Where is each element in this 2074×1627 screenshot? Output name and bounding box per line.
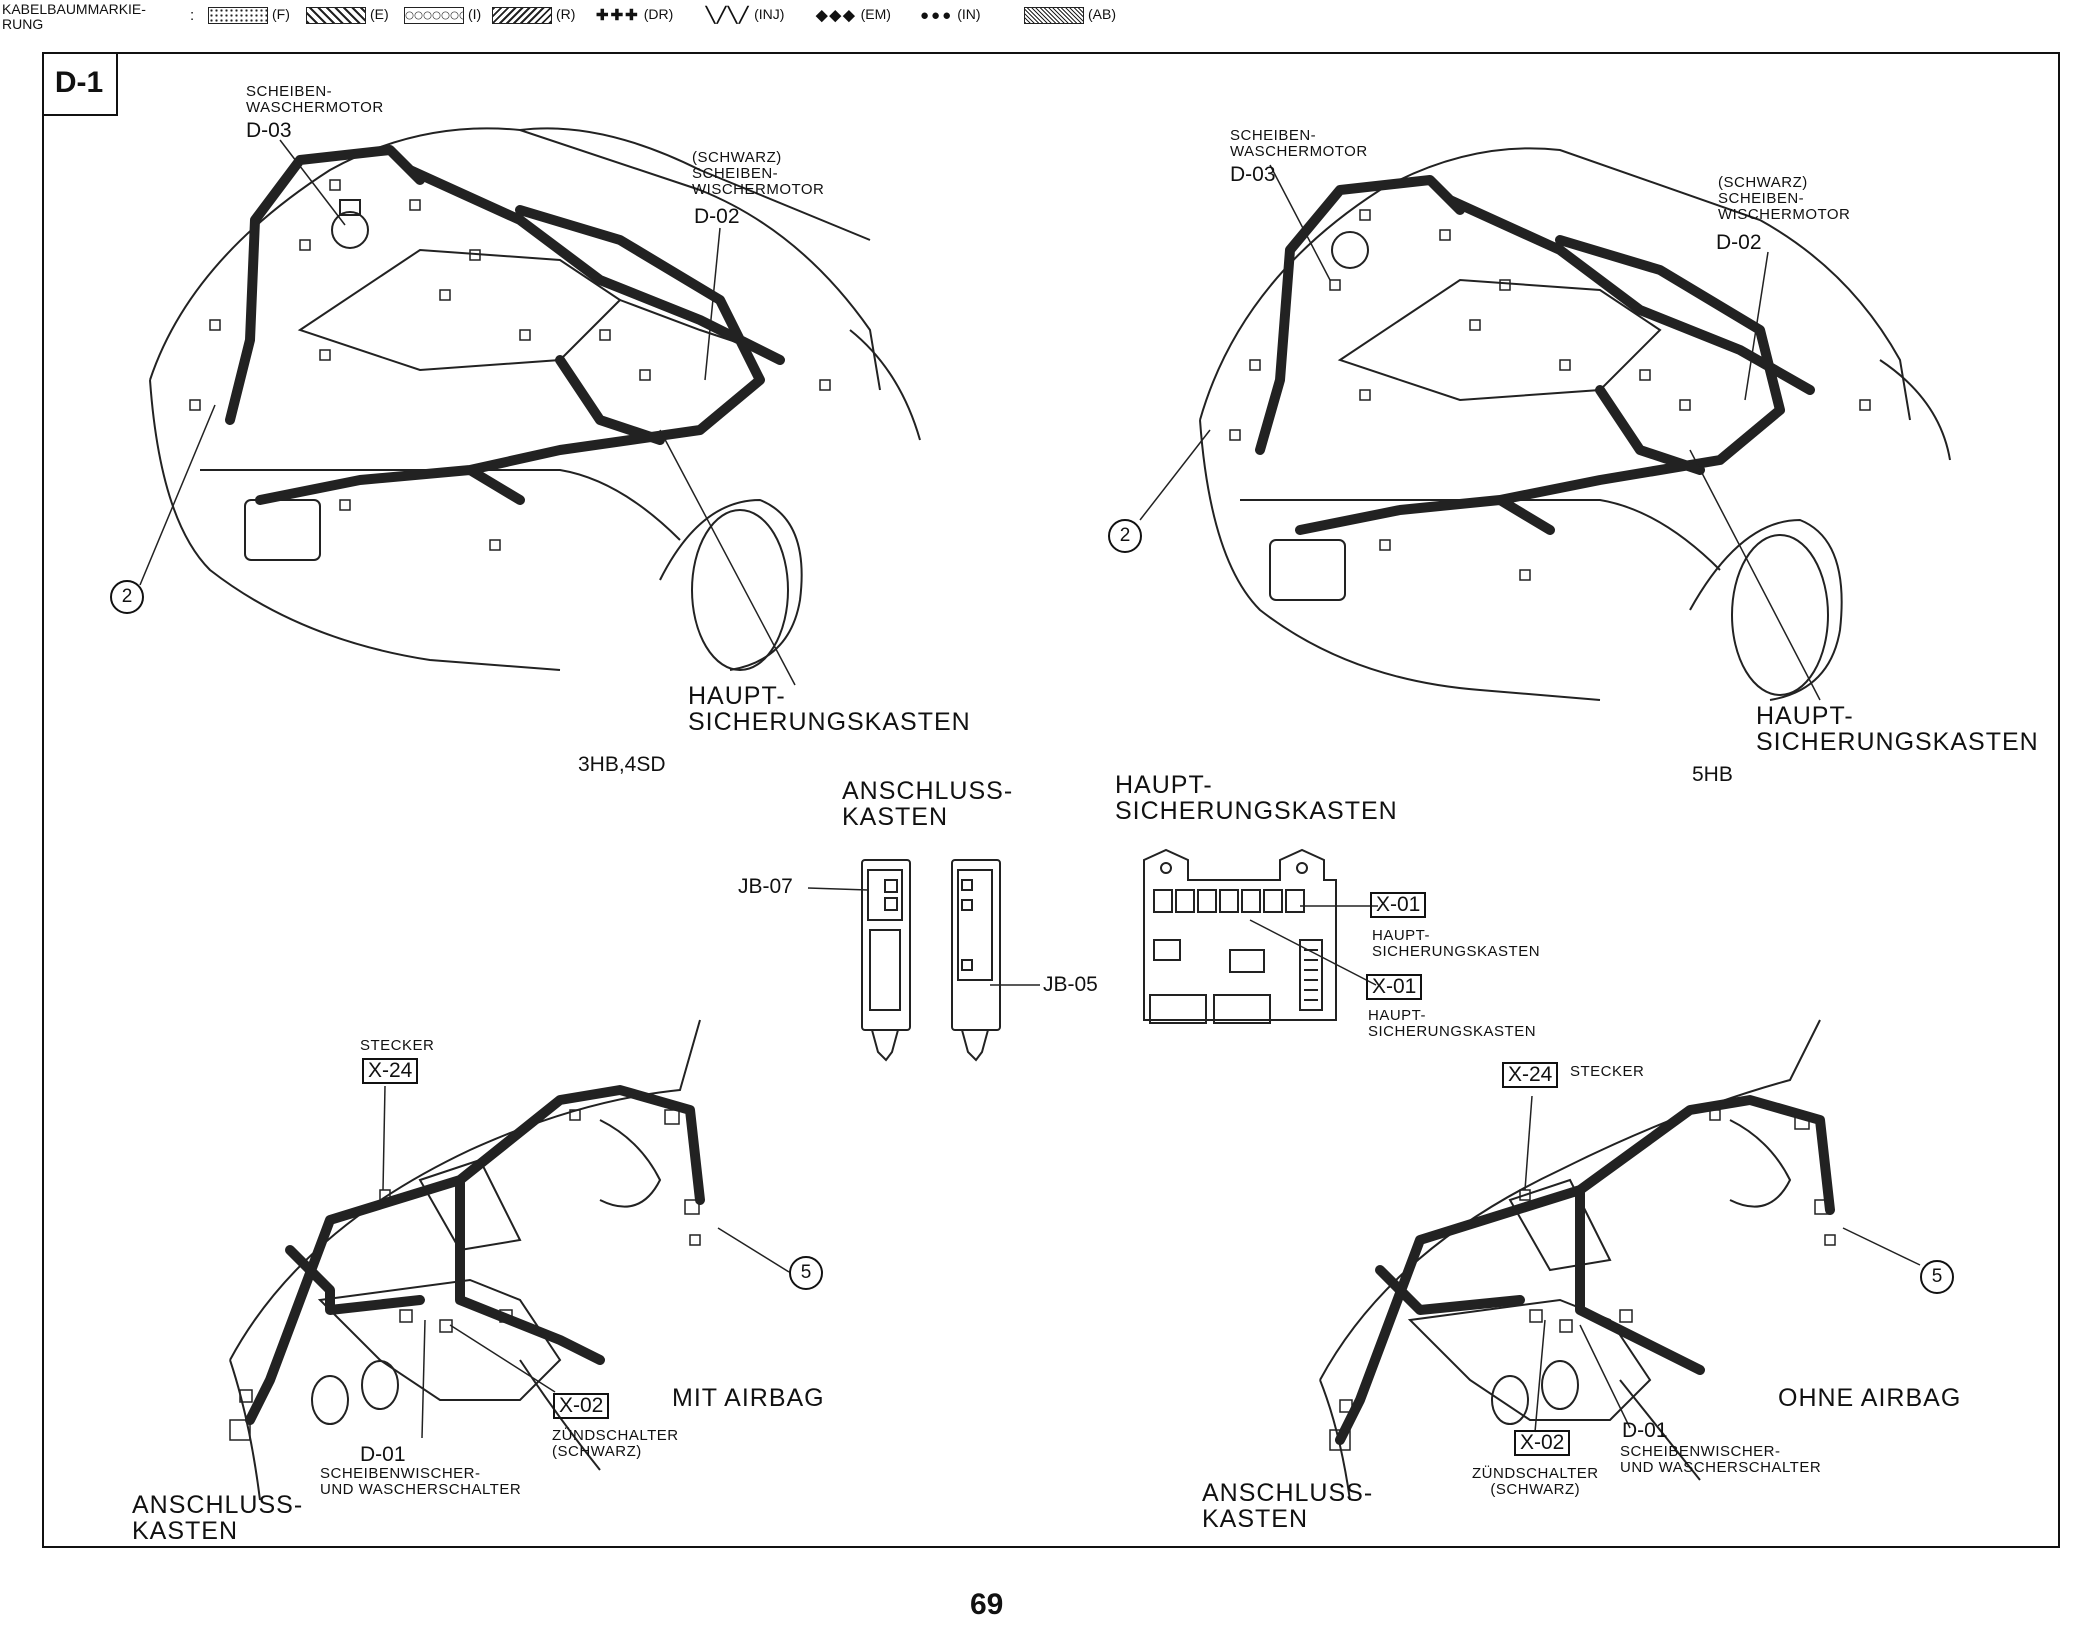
x-01-desc-a: HAUPT- SICHERUNGSKASTEN (1372, 927, 1541, 960)
dotted-pattern-swatch (208, 6, 268, 24)
main-fuse-title: HAUPT- SICHERUNGSKASTEN (1115, 771, 1398, 826)
br-stecker-label: STECKER (1570, 1063, 1645, 1080)
tr-main-fuse-label: HAUPT- SICHERUNGSKASTEN (1756, 702, 2039, 757)
legend-item-em: ◆◆◆(EM) (816, 6, 891, 25)
tl-callout-2: 2 (110, 580, 144, 614)
br-callout-5: 5 (1920, 1260, 1954, 1294)
br-x-02-box: X-02 (1514, 1430, 1571, 1457)
x-01-box-a: X-01 (1370, 892, 1427, 919)
tr-wiper-code: D-02 (1716, 231, 1762, 254)
br-junction-label: ANSCHLUSS- KASTEN (1202, 1479, 1374, 1534)
bl-x-24-box: X-24 (362, 1058, 419, 1085)
br-d-01-label: D-01 (1622, 1419, 1668, 1442)
bl-callout-5: 5 (789, 1256, 823, 1290)
legend-colon: : (190, 7, 195, 24)
br-mode-label: OHNE AIRBAG (1778, 1384, 1962, 1412)
tl-washer-code: D-03 (246, 119, 292, 142)
tr-wiper-motor-label: (SCHWARZ) SCHEIBEN- WISCHERMOTOR (1718, 174, 1851, 223)
legend-item-r: (R) (492, 6, 575, 24)
tr-variant-label: 5HB (1692, 763, 1733, 786)
br-x-24-box: X-24 (1502, 1062, 1559, 1089)
tl-main-fuse-label: HAUPT- SICHERUNGSKASTEN (688, 682, 971, 737)
tl-wiper-code: D-02 (694, 205, 740, 228)
legend-item-ab: (AB) (1024, 6, 1116, 24)
harness-legend: KABELBAUMMARKIE- RUNG : (F) (E) (I) (R) … (0, 0, 1300, 44)
diamond-line-glyph: ◆◆◆ (816, 7, 857, 25)
bl-wiper-switch-label: SCHEIBENWISCHER- UND WASCHERSCHALTER (320, 1465, 522, 1498)
legend-item-i: (I) (404, 6, 481, 24)
zigzag-line-glyph: ╲╱╲╱ (706, 7, 751, 25)
tr-callout-2: 2 (1108, 519, 1142, 553)
main-fuse-box-drawing (1143, 848, 1337, 1024)
page-number: 69 (970, 1588, 1004, 1621)
legend-title: KABELBAUMMARKIE- RUNG (2, 1, 146, 32)
x-01-desc-b: HAUPT- SICHERUNGSKASTEN (1368, 1007, 1537, 1040)
legend-item-f: (F) (208, 6, 290, 24)
tr-washer-motor-label: SCHEIBEN- WASCHERMOTOR (1230, 127, 1368, 160)
tl-variant-label: 3HB,4SD (578, 753, 666, 776)
bl-x-02-box: X-02 (553, 1393, 610, 1420)
legend-item-dr: ✚✚✚(DR) (596, 6, 674, 25)
legend-item-in: ●●●(IN) (920, 6, 981, 24)
br-wiper-switch-label: SCHEIBENWISCHER- UND WASCHERSCHALTER (1620, 1443, 1822, 1476)
legend-item-e: (E) (306, 6, 389, 24)
section-tag: D-1 (42, 52, 118, 116)
tl-washer-motor-label: SCHEIBEN- WASCHERMOTOR (246, 83, 384, 116)
dot-line-glyph: ●●● (920, 6, 954, 24)
zigzag-pattern-swatch (306, 6, 366, 24)
x-01-box-b: X-01 (1366, 974, 1423, 1001)
jb-05-label: JB-05 (1043, 973, 1098, 996)
tr-washer-code: D-03 (1230, 163, 1276, 186)
circle-chain-swatch (404, 6, 464, 24)
br-ignition-label: ZÜNDSCHALTER (SCHWARZ) (1472, 1465, 1599, 1498)
legend-item-inj: ╲╱╲╱(INJ) (706, 6, 785, 25)
jb-07-label: JB-07 (738, 875, 793, 898)
tl-wiper-motor-label: (SCHWARZ) SCHEIBEN- WISCHERMOTOR (692, 149, 825, 198)
cross-line-glyph: ✚✚✚ (596, 7, 640, 25)
crosshatch-swatch (1024, 6, 1084, 24)
junction-box-title: ANSCHLUSS- KASTEN (842, 777, 1014, 832)
bl-ignition-label: ZÜNDSCHALTER (SCHWARZ) (552, 1427, 679, 1460)
bl-d-01-label: D-01 (360, 1443, 406, 1466)
bl-junction-label: ANSCHLUSS- KASTEN (132, 1491, 304, 1546)
junction-box-drawing (861, 859, 1001, 1062)
bl-stecker-label: STECKER (360, 1037, 435, 1054)
diagram-frame (42, 52, 2060, 1548)
dashboard-without-airbag (1319, 1019, 1821, 1501)
bl-mode-label: MIT AIRBAG (672, 1384, 825, 1412)
car-engine-bay-5hb (1199, 147, 1951, 701)
hatched-swatch (492, 6, 552, 24)
car-engine-bay-3hb (149, 127, 921, 671)
